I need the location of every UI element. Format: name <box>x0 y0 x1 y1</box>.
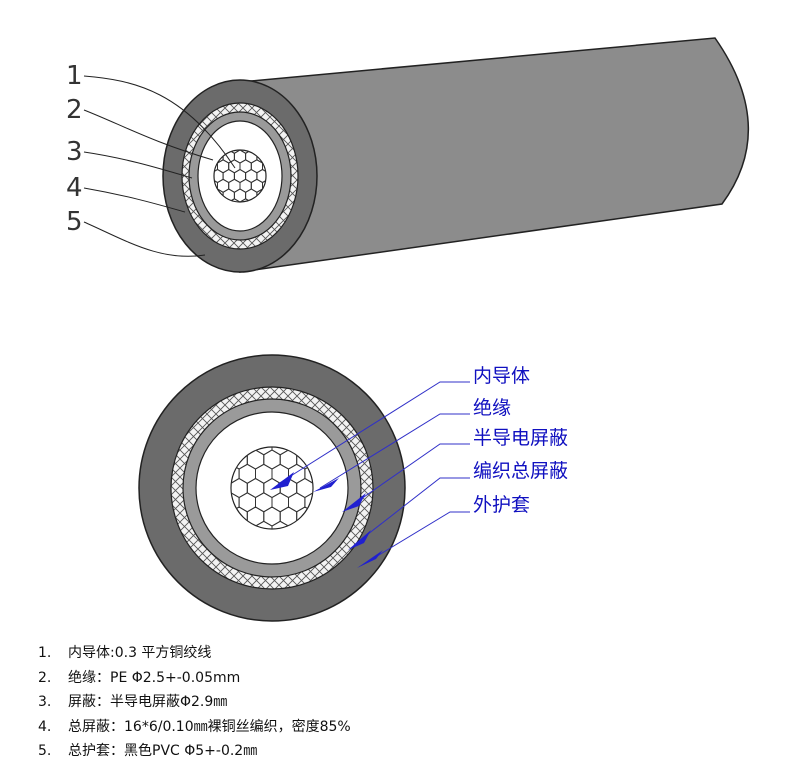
spec-text: 总屏蔽：16*6/0.10㎜裸铜丝编织，密度85% <box>68 718 351 735</box>
cross-section-view <box>138 354 406 622</box>
cable-jacket-body <box>239 37 749 273</box>
callout-line-5 <box>83 221 206 257</box>
number-callouts: 1 2 3 4 5 <box>66 61 236 257</box>
label-semiconductive-shield: 半导电屏蔽 <box>473 427 568 449</box>
callout-line-1 <box>83 75 236 169</box>
callout-number-4: 4 <box>66 173 83 203</box>
label-leaders: 内导体 绝缘 半导电屏蔽 编织总屏蔽 外护套 <box>270 365 568 568</box>
leader-line-braid <box>353 477 470 546</box>
spec-item: 5. 总护套：黑色PVC Φ5+-0.2㎜ <box>38 739 351 764</box>
spec-text: 总护套：黑色PVC Φ5+-0.2㎜ <box>68 743 258 760</box>
callout-line-3 <box>83 151 193 179</box>
conductor-strand <box>228 198 241 202</box>
label-outer-jacket: 外护套 <box>473 494 530 516</box>
spec-item: 3. 屏蔽：半导电屏蔽Φ2.9㎜ <box>38 690 351 715</box>
spec-index: 1. <box>38 645 52 661</box>
conductor-core <box>230 446 314 530</box>
leader-arrow-braid <box>348 530 371 550</box>
spec-text: 绝缘：PE Φ2.5+-0.05mm <box>68 669 241 686</box>
spec-text: 内导体:0.3 平方铜绞线 <box>68 645 212 661</box>
callout-number-5: 5 <box>66 207 83 237</box>
spec-index: 2. <box>38 669 52 686</box>
leader-arrow-conductor <box>270 472 294 490</box>
leader-line-insulation <box>319 413 470 489</box>
spec-index: 3. <box>38 694 52 711</box>
conductor-strand <box>255 520 273 529</box>
label-braided-shield: 编织总屏蔽 <box>473 460 568 482</box>
label-conductor: 内导体 <box>473 365 530 387</box>
conductor-end <box>213 149 267 203</box>
spec-text: 屏蔽：半导电屏蔽Φ2.9㎜ <box>68 694 228 711</box>
callout-number-3: 3 <box>66 137 83 167</box>
cable-diagram: 1 2 3 4 5 <box>66 37 749 622</box>
leader-line-semiconductive <box>347 443 470 509</box>
conductor-strands <box>214 150 266 202</box>
callout-number-2: 2 <box>66 95 83 125</box>
label-insulation: 绝缘 <box>473 397 511 419</box>
leader-arrow-jacket <box>357 550 383 568</box>
conductor-strand <box>239 198 252 202</box>
spec-index: 4. <box>38 718 52 735</box>
callout-line-4 <box>83 187 186 213</box>
spec-index: 5. <box>38 743 52 760</box>
spec-list: 1. 内导体:0.3 平方铜绞线 2. 绝缘：PE Φ2.5+-0.05mm 3. 屏… <box>38 641 351 764</box>
conductor-strand <box>271 520 289 529</box>
leader-arrow-semiconductive <box>342 493 366 512</box>
callout-line-2 <box>83 109 214 161</box>
spec-item: 2. 绝缘：PE Φ2.5+-0.05mm <box>38 666 351 691</box>
spec-item: 4. 总屏蔽：16*6/0.10㎜裸铜丝编织，密度85% <box>38 715 351 740</box>
callout-number-1: 1 <box>66 61 83 91</box>
leader-arrow-insulation <box>313 478 339 492</box>
cable-3d-view <box>162 37 749 273</box>
leader-line-conductor <box>277 381 470 485</box>
leader-line-jacket <box>363 511 470 565</box>
spec-item: 1. 内导体:0.3 平方铜绞线 <box>38 641 351 666</box>
